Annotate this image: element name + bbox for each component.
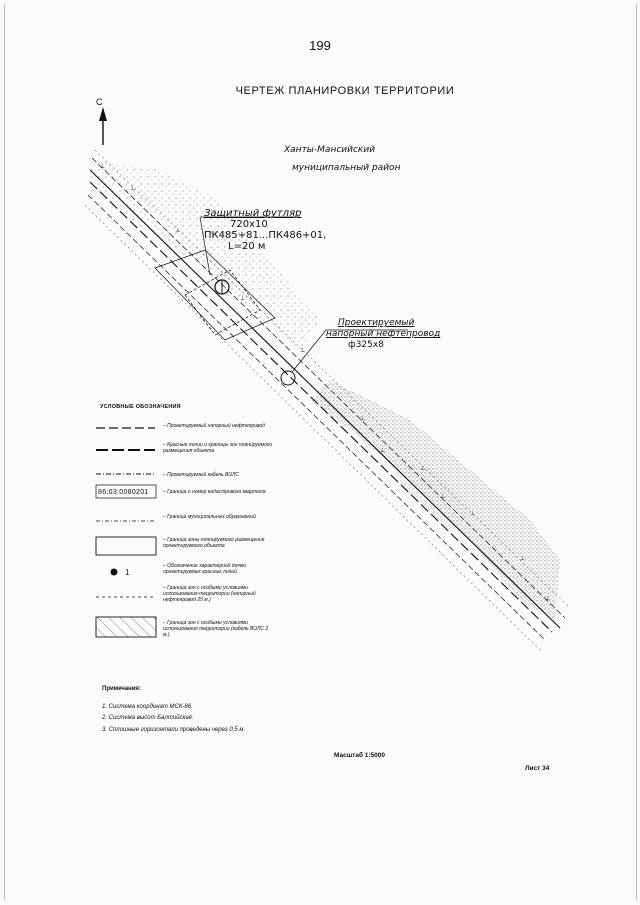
svg-text:⊥: ⊥ — [175, 227, 180, 234]
sleeve-callout-length: L=20 м — [228, 241, 266, 252]
legend-item-text: – Граница зоны планируемого размещения п… — [163, 537, 265, 549]
svg-text:⊥: ⊥ — [100, 163, 105, 170]
region-label-line-1: Ханты-Мансийский — [284, 145, 376, 155]
svg-text:⊥: ⊥ — [440, 493, 445, 500]
svg-text:⊥: ⊥ — [300, 347, 305, 354]
svg-text:⊥: ⊥ — [130, 185, 135, 192]
north-label: С — [96, 97, 103, 107]
svg-text:⊥: ⊥ — [520, 555, 525, 562]
sleeve-callout-size: 720x10 — [230, 219, 268, 230]
svg-text:⊥: ⊥ — [470, 510, 475, 517]
legend-symbols — [95, 427, 157, 638]
page-number: 199 — [309, 38, 331, 53]
page-frame — [4, 4, 637, 900]
pipeline-callout-title: Проектируемый — [338, 318, 415, 328]
scale-label: Масштаб 1:5000 — [334, 752, 386, 759]
note-item: 1. Система координат МСК-86. — [102, 704, 193, 710]
vegetation-area-2 — [390, 460, 470, 530]
note-item: 3. Сплошные горизонтали проведены через … — [102, 727, 246, 733]
notes-title: Примечания: — [102, 686, 141, 692]
legend-item-text: – Граница муниципальных образований — [163, 514, 256, 520]
legend-item-text: – Граница зон с особыми условиями исполь… — [163, 620, 269, 638]
legend-item-text: – Проектируемый напорный нефтепровод — [163, 423, 265, 429]
legend-item-text: – Обозначение характерной точки проектир… — [163, 563, 247, 575]
pipeline-callout: Проектируемый напорный нефтепровод ф325х… — [326, 318, 440, 351]
pipeline-corridor — [84, 149, 571, 651]
pipeline-marker — [280, 370, 296, 386]
sheet-number: Лист 34 — [525, 765, 550, 772]
sleeve-callout-title: Защитный футляр — [204, 208, 302, 219]
svg-text:⊥: ⊥ — [380, 447, 385, 454]
legend-item-text: – Граница и номер кадастрового квартала — [163, 489, 266, 495]
sleeve-zone — [154, 249, 276, 341]
region-label-line-2: муниципальный район — [292, 163, 401, 173]
svg-text:⊥: ⊥ — [420, 465, 425, 472]
legend-item-text: – Красные линии и границы зон планируемо… — [163, 442, 273, 454]
drawing-title: ЧЕРТЕЖ ПЛАНИРОВКИ ТЕРРИТОРИИ — [235, 85, 455, 97]
svg-text:⊥: ⊥ — [240, 295, 245, 302]
cadastral-code: 86:03:0080201 — [98, 489, 149, 496]
tree-symbols: ⊥ ⊥ ⊥ ⊥ ⊥ ⊥ ⊥ ⊥ ⊥ ⊥ ⊥ ⊥ — [100, 163, 550, 602]
legend-item-text: – Граница зон с особыми условиями исполь… — [163, 585, 256, 603]
sparse-stipple-area — [90, 160, 320, 350]
legend-item-text: – Проектируемый кабель ВОЛС — [163, 472, 240, 478]
sleeve-callout-pk: ПК485+81...ПК486+01, — [204, 230, 327, 241]
pipeline-callout-line3: ф325х8 — [348, 340, 384, 350]
north-arrow-icon — [99, 107, 107, 145]
point-number: 1 — [125, 568, 130, 577]
svg-text:⊥: ⊥ — [360, 415, 365, 422]
svg-text:⊥: ⊥ — [545, 595, 550, 602]
pipeline-callout-line2: напорный нефтепровод — [326, 329, 441, 339]
legend-title: УСЛОВНЫЕ ОБОЗНАЧЕНИЯ — [100, 404, 181, 410]
sleeve-callout: Защитный футляр 720x10 ПК485+81...ПК486+… — [204, 208, 327, 252]
note-item: 2. Система высот Балтийская. — [102, 715, 194, 721]
